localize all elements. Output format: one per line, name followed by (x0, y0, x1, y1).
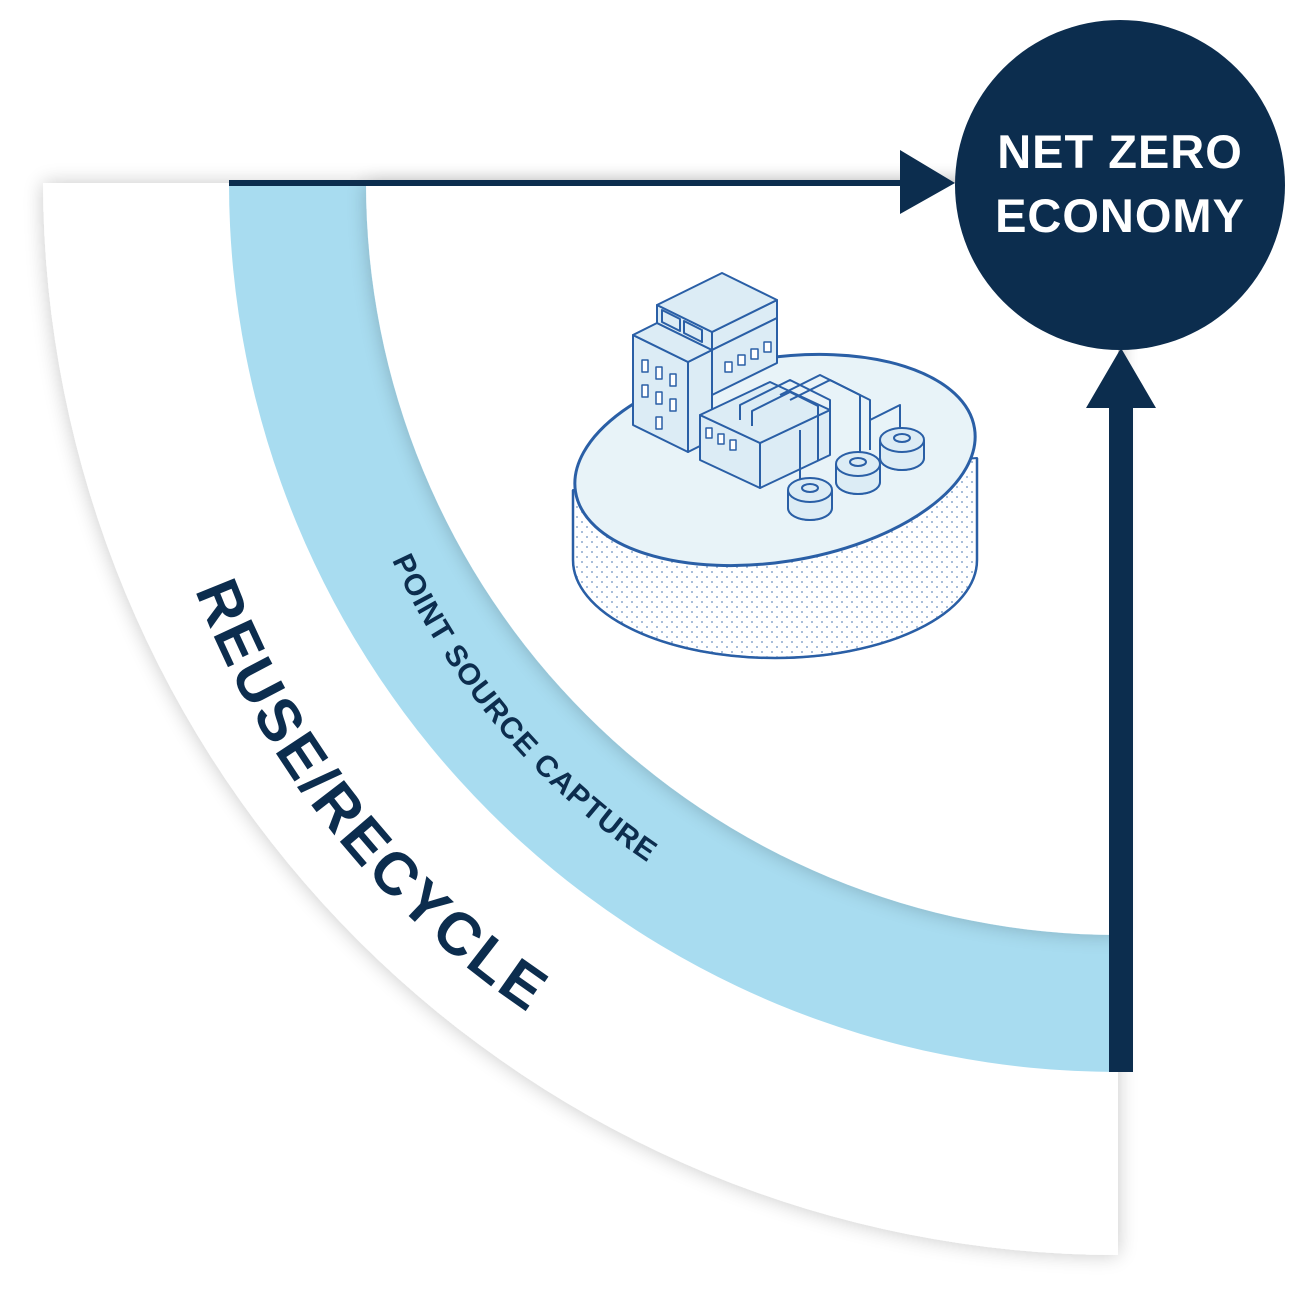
goal-title-line1: NET ZERO (997, 125, 1243, 178)
top-arrow (229, 150, 955, 214)
net-zero-economy-circle (955, 20, 1285, 350)
goal-title-line2: ECONOMY (995, 189, 1245, 242)
right-arrow (1086, 348, 1156, 1072)
industrial-plant-on-platform-icon (571, 272, 979, 660)
